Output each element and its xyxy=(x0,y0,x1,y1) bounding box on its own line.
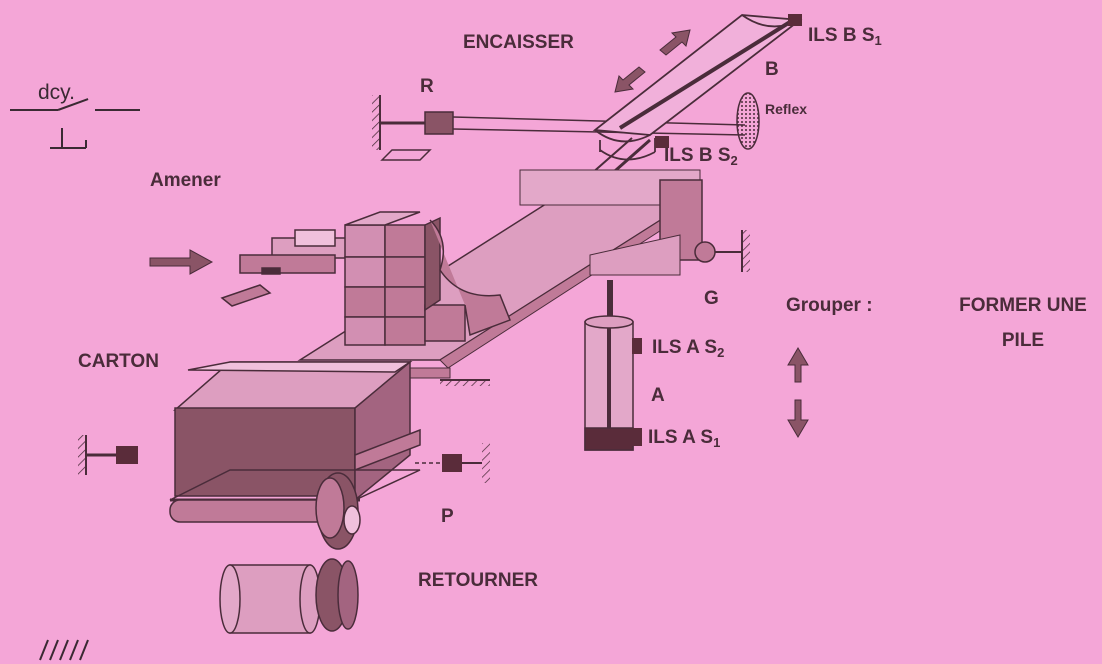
box-stack xyxy=(344,211,511,346)
ils-b-s1-sensor xyxy=(788,14,802,26)
reflector xyxy=(736,92,760,150)
cylinder-a xyxy=(584,280,634,451)
ils-a-s1-sensor xyxy=(632,428,642,446)
carton-box xyxy=(169,360,421,502)
reflex-label: Reflex xyxy=(765,101,808,117)
b-label: B xyxy=(765,59,779,80)
ils-a-s2-label: ILS A S2 xyxy=(652,337,725,360)
retourner-label: RETOURNER xyxy=(418,570,538,591)
motor xyxy=(219,558,359,634)
dcy-label: dcy. xyxy=(38,81,75,104)
pile-label: PILE xyxy=(1001,330,1045,351)
ground-hatch xyxy=(39,639,89,661)
carton-label: CARTON xyxy=(78,351,159,372)
amener-label: Amener xyxy=(150,170,221,191)
sensor-p xyxy=(415,443,490,483)
amener-arrow xyxy=(149,249,214,275)
g-label: G xyxy=(704,288,719,309)
ils-b-s2-sensor xyxy=(655,136,669,148)
carton-left-sensor xyxy=(78,435,138,475)
ils-a-s2-sensor xyxy=(632,338,642,354)
grouper-label: Grouper : xyxy=(786,295,873,316)
r-label: R xyxy=(420,76,434,97)
ils-b-s1-label: ILS B S1 xyxy=(808,25,882,48)
cylinder-b-motion-arrow xyxy=(614,29,691,93)
ils-b-s2-label: ILS B S2 xyxy=(664,145,738,168)
encaisser-label: ENCAISSER xyxy=(463,32,574,53)
p-label: P xyxy=(441,506,454,527)
dcy-switch-symbol xyxy=(10,98,140,149)
turning-roller xyxy=(169,472,361,550)
grouper-motion-arrow xyxy=(787,347,809,438)
a-label: A xyxy=(651,385,665,406)
ils-a-s1-label: ILS A S1 xyxy=(648,427,721,450)
former-une-label: FORMER UNE xyxy=(959,295,1087,316)
feed-pusher xyxy=(220,229,348,307)
